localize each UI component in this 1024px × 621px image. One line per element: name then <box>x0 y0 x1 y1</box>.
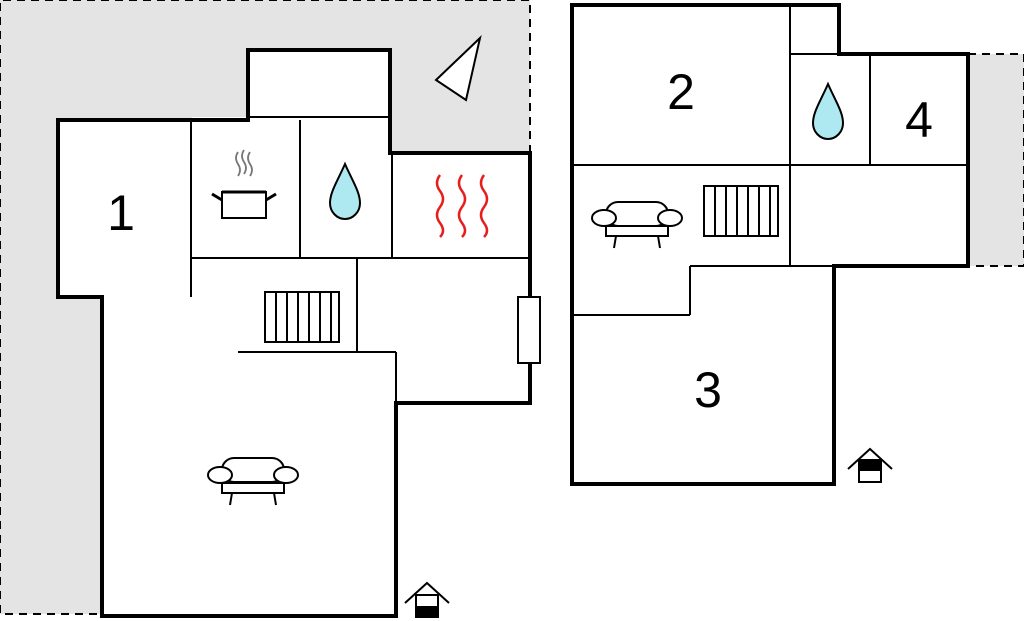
ground-floor: 1 <box>56 34 541 618</box>
sofa-icon <box>591 201 683 249</box>
room-label-1: 1 <box>107 185 135 241</box>
upper-floor: 2 4 3 <box>570 3 970 486</box>
compass-icon <box>434 34 482 102</box>
window-icon <box>517 296 541 364</box>
water-drop-icon <box>811 81 845 141</box>
room-label-2: 2 <box>667 64 695 120</box>
radiator-icon <box>264 291 340 343</box>
radiator-icon <box>703 185 779 237</box>
room-label-3: 3 <box>694 362 722 418</box>
sofa-icon <box>207 457 299 506</box>
terrace-right <box>968 53 1024 267</box>
water-drop-icon <box>328 161 362 221</box>
entrance-icon <box>404 581 450 618</box>
entrance-icon <box>847 447 893 483</box>
terrace-left <box>0 0 531 615</box>
pot-icon <box>211 149 277 219</box>
sauna-heat-icon <box>435 174 489 238</box>
room-label-4: 4 <box>905 92 933 148</box>
